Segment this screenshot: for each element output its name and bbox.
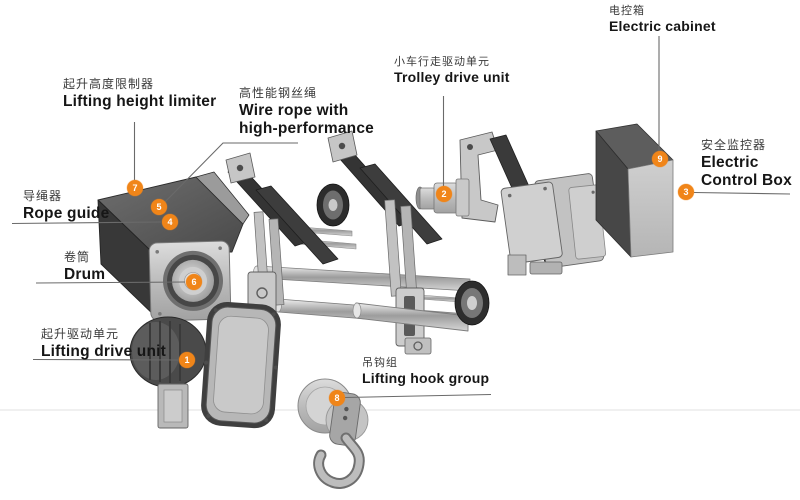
label-en: Drum xyxy=(64,266,106,284)
electric-cabinet-part xyxy=(568,123,674,260)
label-lifting-drive-unit: 起升驱动单元 Lifting drive unit xyxy=(41,327,167,361)
label-wire-rope: 高性能钢丝绳 Wire rope with high-performance xyxy=(239,86,374,137)
label-electric-cabinet: 电控箱 Electric cabinet xyxy=(609,5,716,35)
label-zh: 吊钩组 xyxy=(362,357,398,369)
marker-7-lifting-height-limiter: 7 xyxy=(127,180,143,196)
label-en: Lifting height limiter xyxy=(63,93,217,111)
marker-1-lifting-drive-unit: 1 xyxy=(179,352,195,368)
hoist-body xyxy=(97,171,250,322)
label-en: Lifting hook group xyxy=(362,370,490,387)
label-zh: 卷筒 xyxy=(64,250,91,264)
marker-2-trolley-drive-unit: 2 xyxy=(436,186,452,202)
lifting-drive-unit-part xyxy=(129,301,281,429)
label-zh: 电控箱 xyxy=(609,5,645,17)
label-lifting-height-limiter: 起升高度限制器 Lifting height limiter xyxy=(63,77,217,111)
label-en: Rope guide xyxy=(23,205,110,223)
marker-4-rope-guide: 4 xyxy=(162,214,178,230)
label-electric-control-box: 安全监控器 Electric Control Box xyxy=(701,138,792,189)
marker-5-wire-rope: 5 xyxy=(151,199,167,215)
label-en: Trolley drive unit xyxy=(394,69,510,86)
label-en: Lifting drive unit xyxy=(41,343,167,361)
label-drum: 卷筒 Drum xyxy=(64,250,106,284)
label-trolley-drive-unit: 小车行走驱动单元 Trolley drive unit xyxy=(394,56,510,86)
label-zh: 小车行走驱动单元 xyxy=(394,56,490,68)
marker-6-drum: 6 xyxy=(186,274,202,290)
label-en: Electric cabinet xyxy=(609,18,716,35)
marker-9-electric-cabinet: 9 xyxy=(652,151,668,167)
marker-8-lifting-hook-group: 8 xyxy=(329,390,345,406)
label-zh: 起升驱动单元 xyxy=(41,327,120,341)
trolley-frame xyxy=(225,130,604,355)
label-en: Electric Control Box xyxy=(701,154,792,189)
label-zh: 导绳器 xyxy=(23,189,63,203)
label-lifting-hook-group: 吊钩组 Lifting hook group xyxy=(362,357,489,387)
label-en: Wire rope with high-performance xyxy=(239,102,374,137)
marker-3-electric-control-box: 3 xyxy=(678,184,694,200)
label-zh: 起升高度限制器 xyxy=(63,77,155,91)
label-zh: 高性能钢丝绳 xyxy=(239,86,318,100)
label-zh: 安全监控器 xyxy=(701,138,767,152)
leader-lines xyxy=(11,36,791,399)
label-rope-guide: 导绳器 Rope guide xyxy=(23,189,110,223)
gearbox-cover xyxy=(201,301,281,429)
